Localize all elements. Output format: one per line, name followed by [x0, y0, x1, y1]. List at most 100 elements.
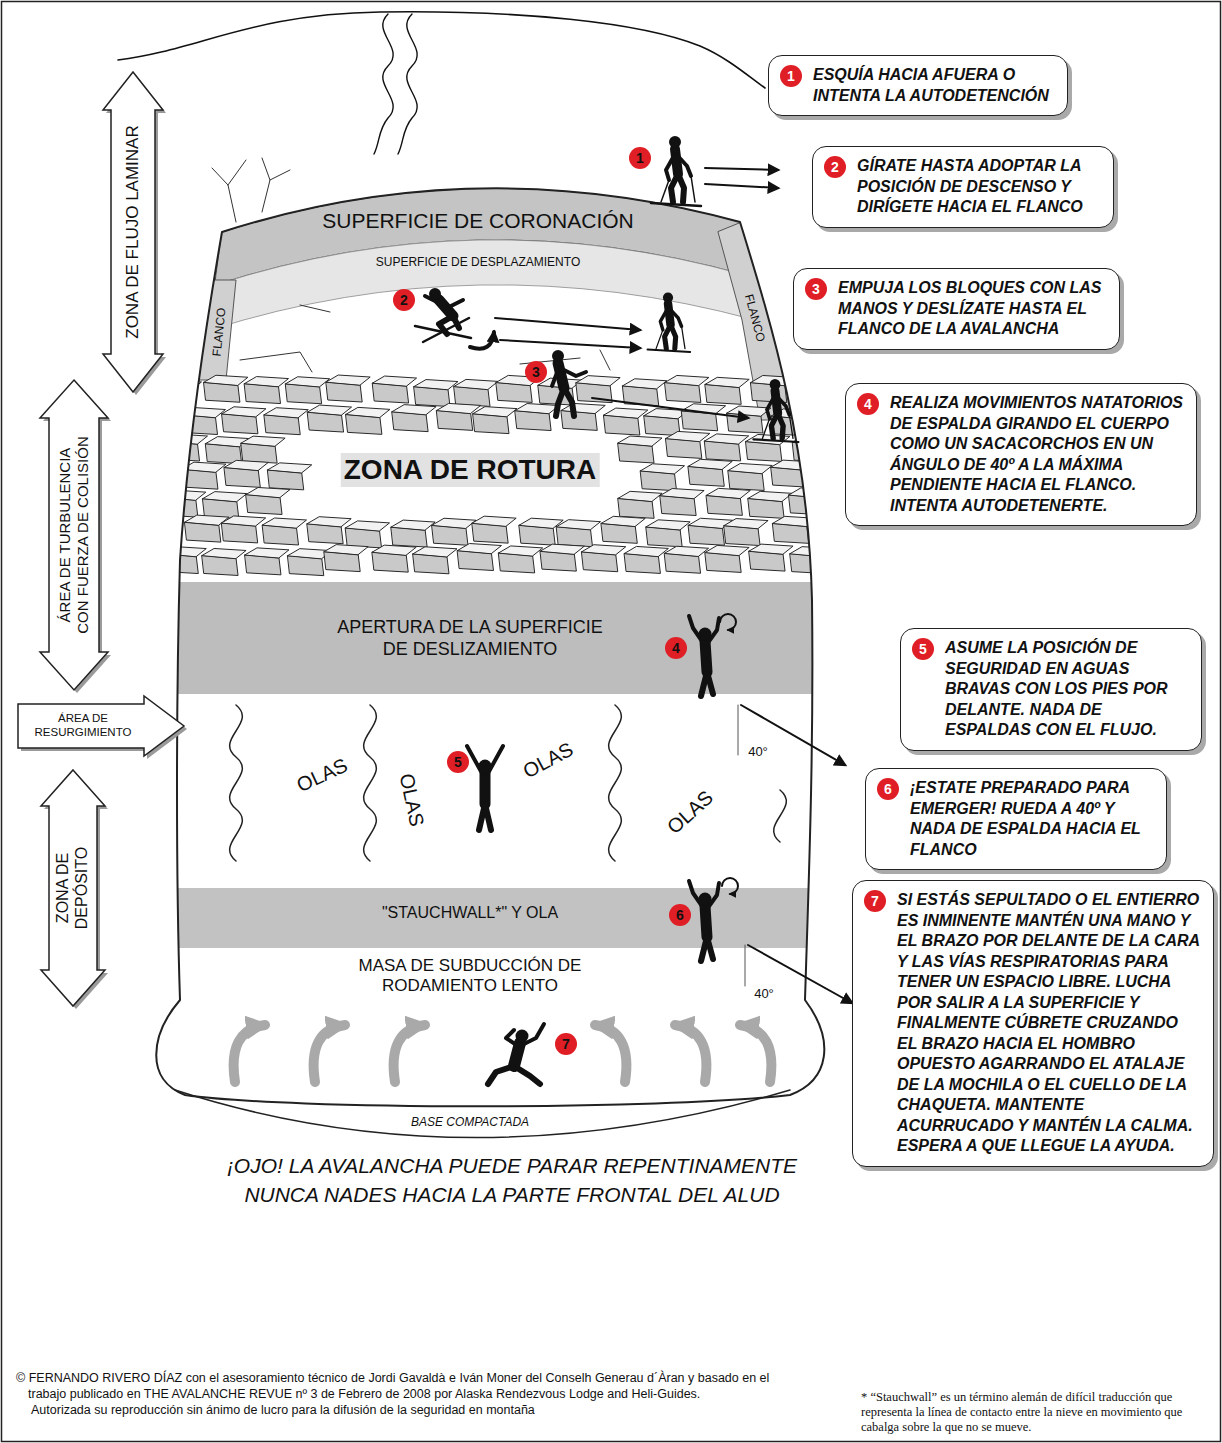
snow-block-top [793, 435, 837, 445]
motion-arrow [500, 340, 640, 348]
snow-block [813, 413, 849, 433]
person-silhouette [467, 746, 503, 830]
zone-label: ZONA DE ROTURA [341, 453, 600, 487]
callout-text: ESQUÍA HACIA AFUERA O INTENTA LA AUTODET… [813, 65, 1055, 106]
snow-block-top [391, 520, 435, 530]
wave-label: OLAS [290, 752, 354, 799]
compacted-base-line [175, 1090, 790, 1138]
callout-number: 1 [629, 147, 651, 169]
snow-block [813, 526, 849, 546]
snow-block-top [749, 544, 793, 554]
snow-block-top [413, 547, 457, 557]
person-limb [656, 330, 663, 349]
snow-block-top [666, 431, 710, 441]
snow-block-top [601, 516, 645, 526]
person-head [552, 350, 564, 362]
callout-number: 3 [525, 361, 547, 383]
angle-label: 40° [751, 986, 777, 1002]
person-silhouette [648, 293, 691, 353]
snow-block-top [724, 519, 768, 529]
escape-direction-arrow [741, 705, 845, 765]
rotation-arrow [722, 878, 738, 894]
zone-label: "STAUCHWALL*" Y OLA [379, 903, 561, 922]
person-head [699, 893, 712, 906]
snow-block-top [286, 377, 330, 387]
snow-block-top [204, 375, 248, 385]
snow-block-top [705, 377, 749, 387]
zone-arrow-outline [18, 696, 184, 756]
motion-arrow [592, 398, 748, 418]
callout-box: 2GÍRATE HASTA ADOPTAR LA POSICIÓN DE DES… [812, 146, 1114, 228]
person-limb [552, 370, 558, 386]
snow-block-top [728, 463, 772, 473]
wave-label: OLAS [660, 783, 720, 841]
wave-line [609, 705, 622, 861]
person-head [663, 293, 673, 303]
callout-number: 5 [912, 638, 934, 660]
zone-arrow-label: ZONA DE DEPÓSITO [54, 823, 92, 953]
callout-text: REALIZA MOVIMIENTOS NATATORIOS DE ESPALD… [890, 393, 1184, 516]
footnote: * “Stauchwall” es un término alemán de d… [858, 1390, 1214, 1435]
person-limb [447, 300, 463, 308]
person-limb [560, 368, 586, 376]
person-limb [676, 154, 691, 176]
displacement-band [210, 240, 755, 330]
motion-arrow [705, 184, 778, 188]
rolling-arrow [740, 1025, 771, 1082]
snow-block-top [326, 375, 370, 385]
person-limb [480, 773, 491, 804]
crevasse-line [398, 14, 417, 154]
wave-line [774, 790, 787, 842]
snow-block-top [660, 489, 704, 499]
crevasse-line [374, 14, 393, 154]
person-limb [789, 415, 793, 438]
snow-block-top [392, 405, 436, 415]
zone-label: APERTURA DE LA SUPERFICIE DE DESLIZAMIEN… [325, 616, 615, 660]
snow-block-top [346, 521, 390, 531]
credit-note: Autorizada su reproducción sin ánimo de … [28, 1402, 538, 1418]
snow-block-top [222, 407, 266, 417]
callout-number: 5 [447, 751, 469, 773]
callout-number: 2 [824, 156, 846, 178]
snow-block-top [324, 545, 368, 555]
break-zone-blocks [157, 375, 856, 576]
callout-box: 4 REALIZA MOVIMIENTOS NATATORIOS DE ESPAL… [845, 383, 1197, 526]
person-limb [776, 395, 790, 415]
snow-block-top [224, 460, 268, 470]
zone-label: SUPERFICIE DE DESPLAZAMIENTO [373, 255, 584, 269]
snow-block-top [576, 376, 620, 386]
person-limb [682, 327, 685, 349]
person-limb [767, 395, 775, 418]
flank-label: FLANCO [741, 290, 769, 346]
snow-block-top [688, 459, 732, 469]
person-limb [651, 203, 701, 206]
callout-number: 1 [780, 65, 802, 87]
snow-block-top [457, 544, 501, 554]
snow-block-top [582, 545, 626, 555]
person-silhouette [753, 379, 798, 442]
snow-block-top [705, 434, 749, 444]
zone-label: SUPERFICIE DE CORONACIÓN [319, 208, 637, 233]
wave-line [230, 705, 243, 861]
person-limb [707, 672, 713, 694]
callout-number: 4 [857, 393, 879, 415]
zone-arrow: ZONA DE DEPÓSITO [41, 770, 105, 1006]
snow-block-top [473, 407, 517, 417]
person-limb [485, 804, 491, 830]
snow-block-top [790, 547, 834, 557]
snow-block-top [346, 407, 390, 417]
wave-label: OLAS [516, 735, 580, 784]
snow-block-top [307, 517, 351, 527]
snow-block-top [162, 490, 206, 500]
callout-number: 6 [669, 904, 691, 926]
snow-block-top [773, 516, 817, 526]
snow-block-top [245, 548, 289, 558]
snow-block-top [499, 546, 543, 556]
motion-arrow [705, 168, 778, 170]
snow-block-top [437, 403, 481, 413]
snow-block-top [705, 545, 749, 555]
snow-block-top [706, 488, 750, 498]
person-limb [691, 176, 695, 202]
snow-block [808, 468, 844, 488]
